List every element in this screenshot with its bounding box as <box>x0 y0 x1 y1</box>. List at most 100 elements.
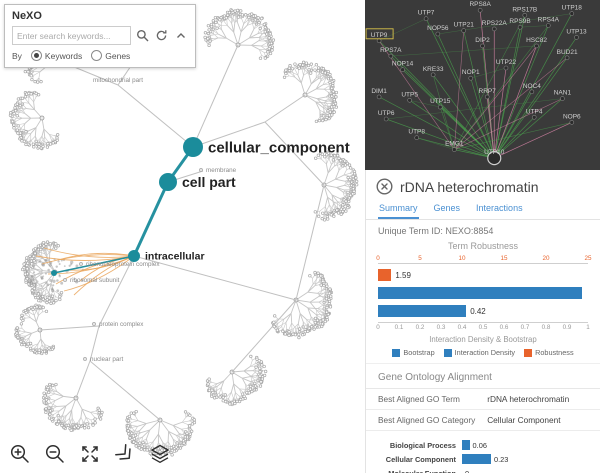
network-node-utp22[interactable] <box>503 65 509 71</box>
network-node-rps17b[interactable] <box>522 13 528 18</box>
network-label-dip2[interactable]: DIP2 <box>475 37 490 44</box>
tree-minor-label-membrane[interactable]: membrane <box>206 167 237 174</box>
tab-genes[interactable]: Genes <box>433 203 461 213</box>
network-node-nan1[interactable] <box>560 96 565 101</box>
fit-to-screen-button[interactable] <box>78 443 102 467</box>
expand-levels-button[interactable] <box>113 443 137 467</box>
network-label-hsc82[interactable]: HSC82 <box>526 37 547 44</box>
go-chart-bar[interactable] <box>462 440 470 450</box>
network-label-bud21[interactable]: BUD21 <box>557 49 578 56</box>
network-node-kre33[interactable] <box>430 72 436 78</box>
network-node-utp15[interactable] <box>437 104 443 110</box>
tab-summary[interactable]: Summary <box>378 201 419 219</box>
close-icon[interactable] <box>376 178 393 195</box>
network-node-rrp7[interactable] <box>484 94 490 100</box>
network-label-utp8[interactable]: UTP8 <box>408 129 425 136</box>
network-node-dip2[interactable] <box>480 43 485 49</box>
network-node-nop56[interactable] <box>435 31 441 37</box>
network-node-utp5[interactable] <box>407 98 412 103</box>
network-node-hsc82[interactable] <box>534 43 539 49</box>
network-node-nop1[interactable] <box>468 75 474 81</box>
zoom-out-button[interactable] <box>43 443 67 467</box>
network-node-rps7a[interactable] <box>388 53 394 59</box>
network-node-utp4[interactable] <box>531 115 537 120</box>
tree-minor-label-ribosomal-subunit[interactable]: ribosomal subunit <box>70 277 120 284</box>
tree-node-cell-part[interactable] <box>159 173 177 191</box>
reset-icon[interactable] <box>154 28 169 43</box>
radio-keywords[interactable]: Keywords <box>30 50 82 61</box>
network-label-dim1[interactable]: DIM1 <box>371 88 387 95</box>
tree-minor-label-nuclear-part[interactable]: nuclear part <box>90 356 124 363</box>
network-node-nop6[interactable] <box>569 120 575 125</box>
network-node-rps8a[interactable] <box>477 7 483 13</box>
network-label-utp5[interactable]: UTP5 <box>401 91 418 98</box>
network-label-nan1[interactable]: NAN1 <box>554 90 572 97</box>
network-label-rps22a[interactable]: RPS22A <box>482 20 508 27</box>
network-node-dim1[interactable] <box>376 94 382 100</box>
network-label-utp15[interactable]: UTP15 <box>430 98 451 105</box>
network-node-rps4a[interactable] <box>546 23 551 28</box>
tab-interactions[interactable]: Interactions <box>476 203 523 213</box>
network-label-noc4[interactable]: NOC4 <box>523 83 541 90</box>
network-label-rps8a[interactable]: RPS8A <box>469 1 491 8</box>
network-node-emg1[interactable] <box>452 147 457 152</box>
layers-button[interactable] <box>148 443 172 467</box>
network-node-utp10[interactable] <box>487 151 502 166</box>
network-node-utp21[interactable] <box>461 28 466 33</box>
tree-minor-label-mitochondrial-part[interactable]: mitochondrial part <box>93 77 143 84</box>
network-node-utp6[interactable] <box>383 116 389 122</box>
network-label-nop6[interactable]: NOP6 <box>563 113 581 120</box>
tree-minor-label-protein-complex[interactable]: protein complex <box>99 321 144 328</box>
search-input[interactable] <box>12 26 131 45</box>
network-label-rps4a[interactable]: RPS4A <box>538 17 560 24</box>
network-label-rps9b[interactable]: RPS9B <box>509 18 530 25</box>
network-label-utp9[interactable]: UTP9 <box>371 32 388 39</box>
bootstrap-bar[interactable] <box>378 287 582 299</box>
radio-dot[interactable] <box>91 50 103 61</box>
collapse-panel-icon[interactable] <box>173 28 188 43</box>
network-label-utp21[interactable]: UTP21 <box>454 22 475 29</box>
tree-node-cellular-component[interactable] <box>183 137 203 157</box>
radio-genes[interactable]: Genes <box>91 50 130 61</box>
tree-label-cellular-component[interactable]: cellular_component <box>208 139 350 156</box>
tree-node-intracellular[interactable] <box>128 250 140 262</box>
network-node-utp9[interactable] <box>376 38 382 44</box>
network-node-rps22a[interactable] <box>491 26 497 32</box>
network-label-utp6[interactable]: UTP6 <box>378 110 395 117</box>
network-label-kre33[interactable]: KRE33 <box>423 66 444 73</box>
network-label-nop1[interactable]: NOP1 <box>462 69 480 76</box>
network-node-utp13[interactable] <box>574 35 579 40</box>
network-label-utp22[interactable]: UTP22 <box>496 59 517 66</box>
network-label-nop56[interactable]: NOP56 <box>427 25 449 32</box>
network-node-utp8[interactable] <box>414 135 420 140</box>
network-label-nop14[interactable]: NOP14 <box>392 61 414 68</box>
network-node-utp18[interactable] <box>569 11 575 16</box>
tree-label-cell-part[interactable]: cell part <box>182 174 236 190</box>
network-node-utp7[interactable] <box>423 16 429 22</box>
network-label-rps7a[interactable]: RPS7A <box>380 47 402 54</box>
network-node-rps9b[interactable] <box>517 24 523 30</box>
network-label-utp4[interactable]: UTP4 <box>526 108 543 115</box>
network-label-rrp7[interactable]: RRP7 <box>479 88 497 95</box>
radio-dot[interactable] <box>30 50 42 61</box>
tree-minor-label-ribonucleoprotein-complex[interactable]: ribonucleoprotein complex <box>86 261 160 268</box>
network-node-noc4[interactable] <box>529 89 535 95</box>
network-label-utp10[interactable]: UTP10 <box>484 149 505 156</box>
interaction-density-bar[interactable] <box>378 305 467 317</box>
search-icon[interactable] <box>135 28 150 43</box>
network-label-utp7[interactable]: UTP7 <box>418 10 435 17</box>
network-label-utp18[interactable]: UTP18 <box>562 5 583 12</box>
zoom-in-button[interactable] <box>8 443 32 467</box>
robustness-bar[interactable] <box>378 269 392 281</box>
network-label-rps17b[interactable]: RPS17B <box>512 6 537 13</box>
go-chart-bar[interactable] <box>462 454 491 464</box>
network-label-emg1[interactable]: EMG1 <box>445 141 464 148</box>
network-node-bud21[interactable] <box>564 55 570 61</box>
network-label-utp13[interactable]: UTP13 <box>566 28 587 35</box>
tree-label-intracellular[interactable]: intracellular <box>145 251 205 263</box>
network-node-nop14[interactable] <box>400 67 405 72</box>
